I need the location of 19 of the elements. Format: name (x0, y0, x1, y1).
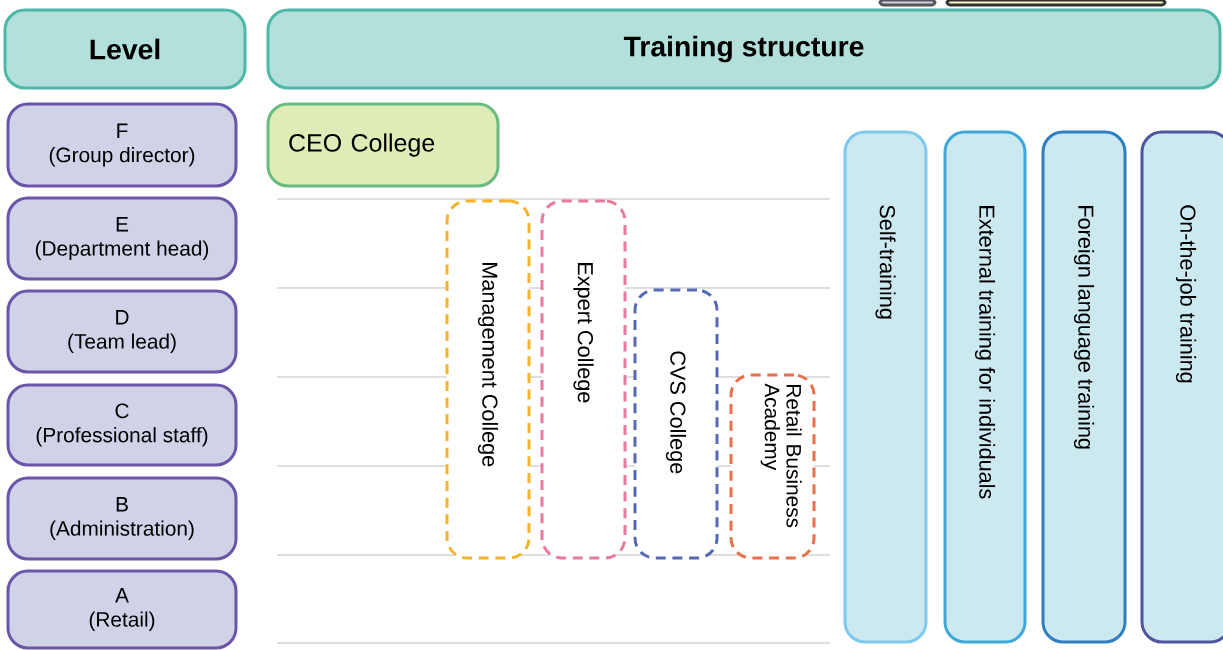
level-box: F (Group director) (6, 102, 238, 188)
legend-box (878, 0, 937, 7)
level-box: A (Retail) (6, 569, 238, 650)
header-box: Level (3, 8, 247, 90)
level-box: C (Professional staff) (6, 383, 238, 467)
header-box: Training structure (266, 8, 1222, 90)
training-box: On-the-job training (1140, 130, 1223, 644)
level-box: B (Administration) (6, 476, 238, 561)
college-box: Management College (445, 199, 531, 560)
college-box: CEO College (266, 102, 500, 188)
level-box: D (Team lead) (6, 289, 238, 374)
college-box: CVS College (633, 288, 719, 560)
college-box: Expert College (540, 199, 627, 560)
academy-box: Retail Business Academy (729, 373, 816, 560)
training-box: External training for individuals (943, 130, 1027, 644)
training-box: Foreign language training (1041, 130, 1127, 644)
legend-box (945, 0, 1167, 7)
level-box: E (Department head) (6, 196, 238, 281)
training-box: Self-training (843, 130, 928, 644)
